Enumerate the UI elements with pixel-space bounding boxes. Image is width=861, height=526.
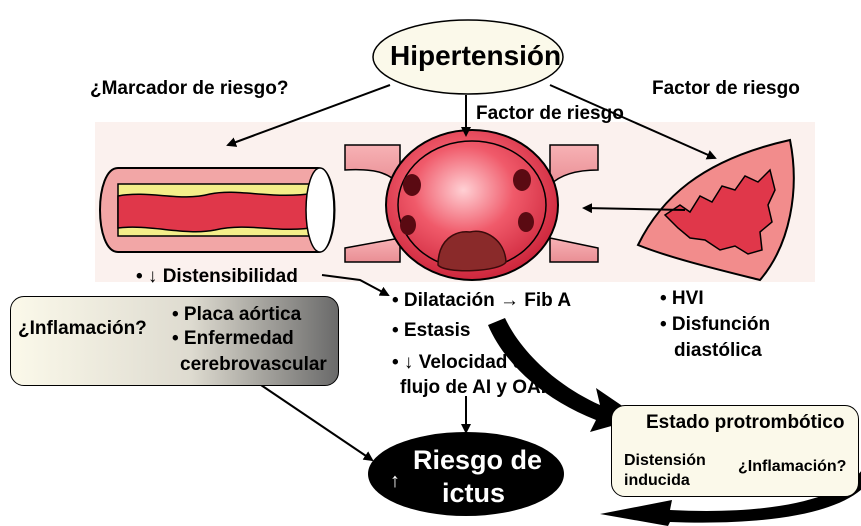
stroke-risk-line1: Riesgo de: [413, 445, 543, 475]
arrow-distensibility-to-dilatation: [321, 274, 390, 296]
stroke-risk-arrow: ↑: [390, 470, 400, 492]
arrow-inflammation-to-outcome: [257, 382, 374, 462]
induced-distension-line1: Distensión: [624, 452, 706, 469]
center-risk-factor-label: Factor de riesgo: [476, 103, 624, 124]
arrow-ventricle-to-atrium: [582, 203, 686, 214]
hypertension-label: Hipertensión: [390, 40, 562, 71]
stroke-risk-line2: ictus: [442, 478, 506, 508]
atrium-illustration: [344, 129, 599, 281]
prothrombotic-inflammation: ¿Inflamación?: [738, 458, 847, 475]
inflammation-box: [10, 296, 339, 386]
dilatation-label: • Dilatación → Fib A: [392, 290, 572, 311]
inflammation-question: ¿Inflamación?: [18, 318, 147, 339]
big-arrow-to-outcome: [600, 471, 861, 526]
distensibility-label: • ↓ Distensibilidad: [136, 266, 298, 287]
arrow-to-ventricle: [549, 84, 717, 160]
diastolic-dysfunction-line1: • Disfunción: [660, 314, 771, 335]
risk-marker-label: ¿Marcador de riesgo?: [90, 78, 289, 99]
right-risk-factor-label: Factor de riesgo: [652, 78, 800, 99]
hypertension-node: [372, 19, 564, 95]
big-arrow-to-prothrombotic: [488, 318, 640, 432]
induced-distension-line2: inducida: [624, 472, 690, 489]
stroke-risk-node: [368, 432, 564, 516]
diastolic-dysfunction-line2: diastólica: [674, 340, 762, 361]
ventricle-illustration: [636, 138, 795, 282]
velocity-label-line1: • ↓ Velocidad de: [392, 352, 535, 373]
prothrombotic-title: Estado protrombótico: [646, 412, 845, 433]
lvh-label: • HVI: [660, 288, 704, 309]
cerebrovascular-label-line2: cerebrovascular: [180, 354, 327, 375]
prothrombotic-box: [611, 405, 859, 497]
stasis-label: • Estasis: [392, 320, 471, 341]
artery-illustration: [99, 167, 336, 253]
cerebrovascular-label-line1: • Enfermedad: [172, 328, 294, 349]
aortic-plaque-label: • Placa aórtica: [172, 304, 302, 325]
arrow-to-artery: [226, 84, 391, 147]
velocity-label-line2: flujo de AI y OAI: [400, 377, 547, 398]
